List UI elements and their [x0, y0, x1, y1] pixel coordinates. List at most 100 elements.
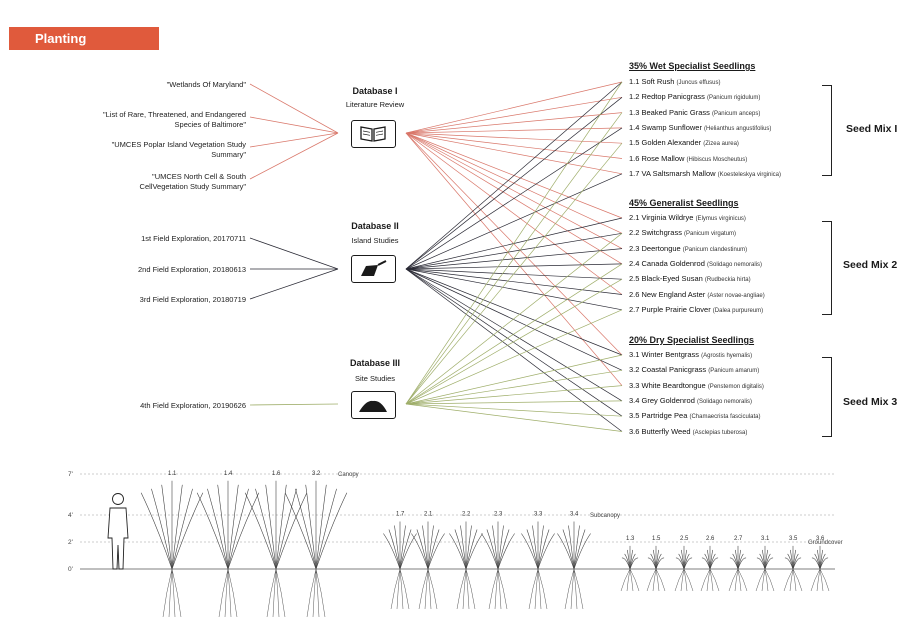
plant-stem — [315, 484, 327, 570]
plant-root — [396, 568, 401, 610]
species-connector-line — [405, 132, 623, 159]
species-name: 2.6 New England Aster — [629, 289, 708, 299]
group-dry-title: 20% Dry Specialist Seedlings — [629, 335, 755, 345]
species-scientific-name: (Rudbeckia hirta) — [704, 277, 751, 284]
plant-stem — [227, 488, 249, 570]
plant-stem — [497, 529, 510, 570]
plant-stem — [275, 492, 308, 570]
plant-stem — [140, 492, 173, 570]
plant-stem — [573, 525, 580, 570]
plant-root — [418, 568, 429, 610]
species-name: 2.3 Deertongue — [629, 243, 683, 253]
plant-root — [306, 568, 317, 618]
species-connector-line — [405, 81, 623, 134]
plant-3-2: 3.2 — [284, 471, 348, 618]
species-1-5: 1.5 Golden Alexander (Zizea aurea) — [629, 138, 739, 147]
species-scientific-name: (Panicum virgatum) — [684, 231, 737, 238]
plant-root — [761, 568, 766, 592]
plant-root — [218, 568, 229, 618]
plant-stem — [411, 533, 429, 570]
species-connector-line — [405, 112, 623, 405]
plant-stem — [497, 525, 504, 570]
species-scientific-name: (Solidago nemoralis) — [696, 398, 752, 405]
source-rare-species: "List of Rare, Threatened, and Endangere… — [102, 110, 246, 129]
plant-label: 3.1 — [761, 536, 770, 542]
plant-root — [709, 568, 720, 592]
species-name: 3.3 White Beardtongue — [629, 380, 708, 390]
species-scientific-name: (Elymus virginicus) — [695, 216, 746, 222]
plant-root — [427, 568, 432, 610]
plant-root — [789, 568, 794, 592]
plant-root — [810, 568, 821, 592]
plant-label: 3.6 — [816, 536, 825, 542]
species-connector-line — [405, 132, 623, 386]
plant-label: 2.7 — [734, 536, 743, 542]
species-name: 1.3 Beaked Panic Grass — [629, 107, 712, 117]
plant-stem — [383, 533, 401, 570]
plant-1-5: 1.5 — [646, 536, 666, 592]
plant-label: 1.3 — [626, 536, 635, 542]
plant-stem — [764, 557, 774, 570]
plant-1-1: 1.1 — [140, 471, 204, 618]
species-scientific-name: (Penstemon digitalis) — [707, 383, 764, 390]
species-connector-line — [405, 112, 623, 134]
plant-root — [709, 568, 714, 592]
plant-root — [655, 568, 666, 592]
plant-stem — [532, 525, 539, 570]
species-scientific-name: (Panicum rigidulum) — [706, 95, 761, 102]
plant-stem — [315, 492, 348, 570]
species-name: 3.1 Winter Bentgrass — [629, 350, 702, 359]
plant-root — [655, 568, 660, 592]
source-field-1: 1st Field Exploration, 20170711 — [141, 234, 246, 243]
species-3-6: 3.6 Butterfly Weed (Asclepias tuberosa) — [629, 427, 747, 436]
plant-root — [275, 568, 280, 618]
species-name: 2.7 Purple Prairie Clover — [629, 304, 713, 314]
plant-stem — [449, 533, 467, 570]
species-connector-line — [405, 142, 623, 405]
plant-root — [494, 568, 499, 610]
source-field-2: 2nd Field Exploration, 20180613 — [138, 265, 246, 274]
plant-stem — [562, 529, 575, 570]
database-3-title: Database III — [349, 358, 401, 368]
species-scientific-name: (Hibiscus Moscheutus) — [686, 156, 748, 163]
plant-stem — [399, 533, 417, 570]
plant-stem — [295, 488, 317, 570]
plant-root — [272, 568, 277, 618]
plant-2-5: 2.5 — [674, 536, 694, 592]
species-name: 1.6 Rose Mallow — [629, 153, 687, 163]
plant-2-1: 2.1 — [411, 512, 445, 610]
database-2-box — [351, 255, 396, 283]
plant-root — [728, 568, 739, 592]
species-scientific-name: (Asclepias tuberosa) — [692, 429, 748, 436]
plant-1-4: 1.4 — [196, 471, 260, 618]
species-connector-line — [405, 309, 623, 405]
plant-root — [171, 568, 176, 618]
plant-root — [528, 568, 539, 610]
plant-label: 2.6 — [706, 536, 715, 542]
source-connector-line — [249, 268, 339, 300]
species-connector-line — [405, 132, 623, 356]
plant-root — [224, 568, 229, 618]
plant-label: 3.4 — [570, 512, 579, 518]
plant-stem — [394, 525, 401, 570]
species-name: 1.5 Golden Alexander — [629, 138, 704, 148]
database-1-subtitle: Literature Review — [345, 100, 405, 109]
source-field-3: 3rd Field Exploration, 20180719 — [139, 295, 246, 304]
species-connector-line — [405, 81, 623, 405]
plant-stem — [568, 525, 575, 570]
plant-root — [755, 568, 766, 592]
height-label: 2' — [68, 539, 73, 546]
plant-root — [706, 568, 711, 592]
species-connector-line — [405, 96, 623, 134]
plant-stem — [737, 557, 747, 570]
plant-root — [683, 568, 688, 592]
source-connector-line — [249, 132, 339, 180]
plant-3-3: 3.3 — [521, 512, 555, 610]
species-name: 2.2 Switchgrass — [629, 228, 685, 238]
tier-label: Canopy — [338, 472, 359, 478]
plant-root — [764, 568, 769, 592]
species-connector-line — [405, 268, 623, 402]
plant-3-5: 3.5 — [783, 536, 803, 592]
plant-root — [629, 568, 640, 592]
